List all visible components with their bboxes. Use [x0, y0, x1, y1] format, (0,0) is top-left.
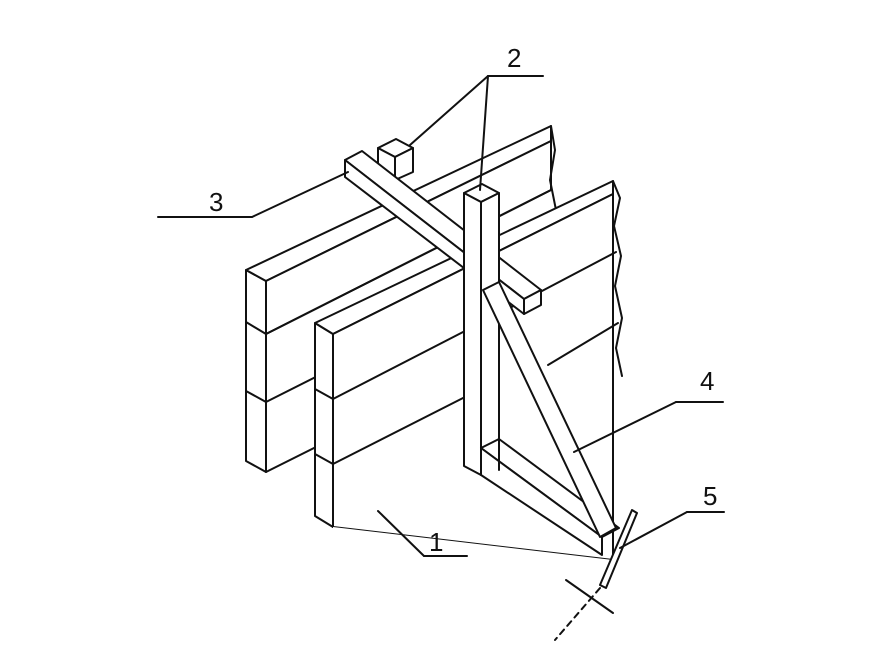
stake-post-front [463, 183, 500, 476]
callout-5: 5 [703, 481, 717, 511]
leader-3 [251, 171, 349, 218]
leader-2-front [479, 75, 489, 191]
leader-lines [157, 75, 725, 557]
leader-4 [573, 401, 677, 453]
leader-5 [619, 511, 688, 549]
callout-2: 2 [507, 43, 521, 73]
callout-3: 3 [209, 187, 223, 217]
diagonal-brace [482, 281, 617, 538]
ground-sill [480, 438, 620, 556]
callout-4: 4 [700, 366, 714, 396]
stake-post-back [377, 138, 414, 181]
leader-1 [377, 510, 425, 557]
callout-1: 1 [429, 527, 443, 557]
ground-stake [554, 509, 638, 641]
leader-2-back [409, 75, 489, 146]
